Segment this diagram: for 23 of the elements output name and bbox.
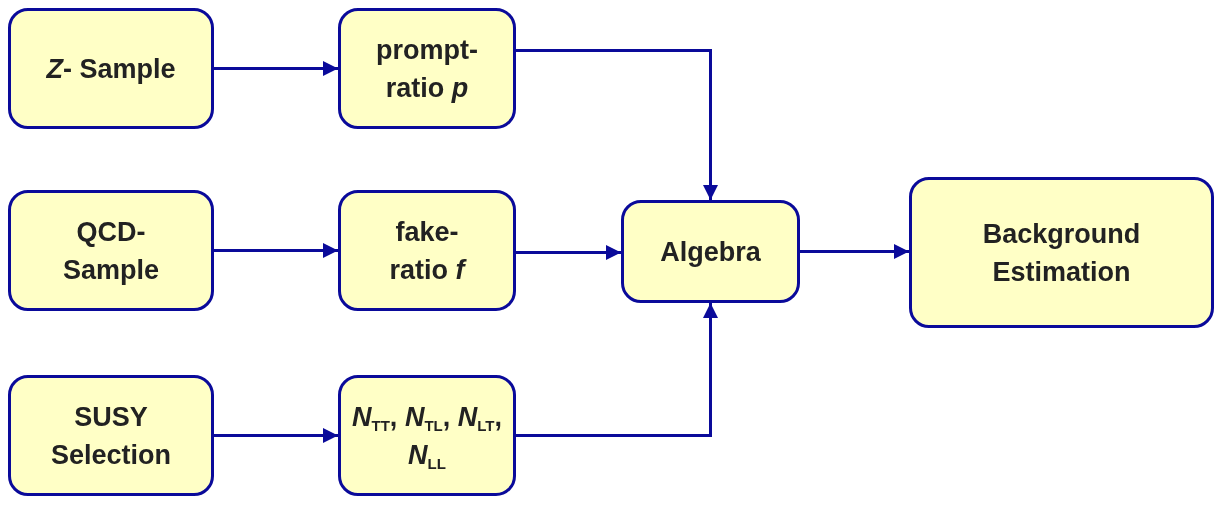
process-box [621,200,800,303]
box-label: fake- ratio f [388,215,468,287]
box-label: Algebra [660,235,761,269]
arrow [516,245,621,260]
box-label: Z- Sample [46,52,176,86]
process-box [8,8,214,129]
process-box [909,177,1214,328]
arrow [516,303,718,437]
process-box [8,375,214,496]
process-box [338,375,516,496]
box-label: Background Estimation [981,217,1142,289]
box-label: SUSY Selection [49,400,172,472]
arrow [516,49,718,200]
arrow [214,243,338,258]
arrow [800,244,909,259]
box-label: QCD- Sample [61,215,160,287]
arrow [214,428,338,443]
process-box [338,8,516,129]
arrow [214,61,338,76]
box-label: N$_{TT}$, N$_{TL}$, N$_{LT}$, N$_{LL}$ [351,400,503,474]
box-label: prompt- ratio p [375,33,479,105]
process-box [338,190,516,311]
process-box [8,190,214,311]
